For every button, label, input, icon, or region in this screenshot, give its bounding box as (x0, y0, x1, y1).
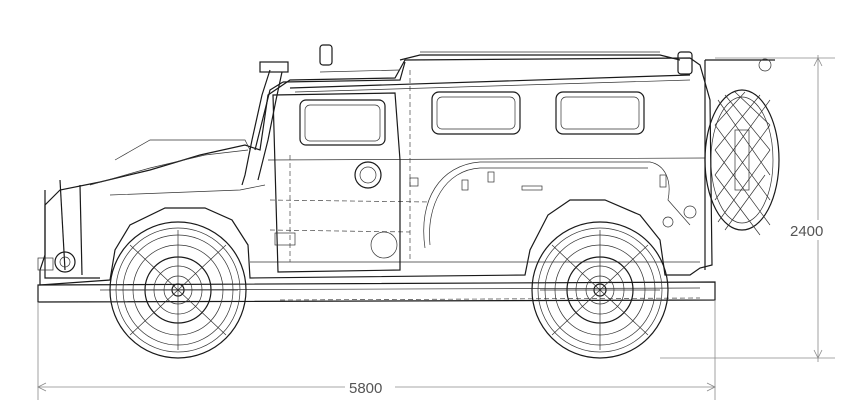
rear-wheel (531, 221, 669, 359)
roof-rack (259, 44, 693, 93)
side-panel-conduit (409, 161, 697, 249)
front-door (272, 92, 401, 273)
height-dimension: 2400 (660, 55, 844, 362)
vehicle-body (37, 57, 716, 303)
front-wheel (109, 221, 247, 359)
height-dimension-label: 2400 (790, 223, 823, 240)
spare-wheel (704, 58, 780, 270)
front-bumper (37, 179, 100, 279)
length-dimension-label: 5800 (349, 380, 382, 397)
side-windows (431, 91, 645, 135)
length-dimension: 5800 (37, 300, 716, 400)
snorkel (241, 69, 283, 186)
